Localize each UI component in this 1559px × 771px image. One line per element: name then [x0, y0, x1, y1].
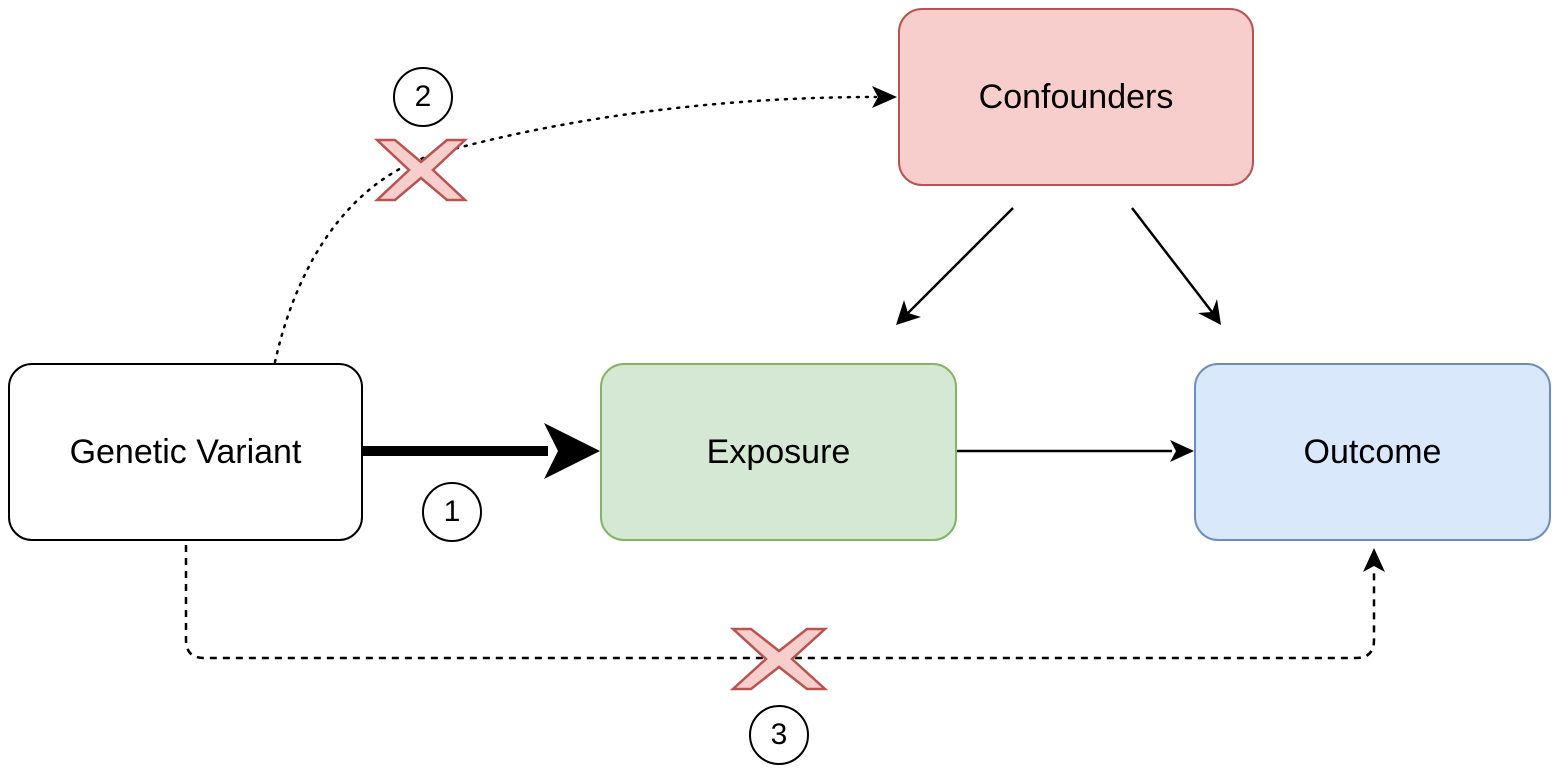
path-3-number: 3 — [770, 718, 788, 751]
cross-icon — [373, 138, 469, 202]
path-1-number: 1 — [443, 495, 461, 528]
path-2-number: 2 — [414, 80, 432, 113]
exposure-label: Exposure — [706, 432, 851, 471]
path-3-dashed-arrow — [184, 545, 1385, 660]
exposure-to-outcome-arrow — [957, 440, 1194, 462]
outcome-node: Outcome — [1194, 363, 1551, 541]
genetic-variant-label: Genetic Variant — [69, 432, 302, 471]
path-1-arrow — [363, 423, 600, 479]
exposure-node: Exposure — [600, 363, 957, 541]
path-2-dotted-arrow — [273, 86, 897, 364]
path-3-number-badge: 3 — [749, 705, 809, 765]
path-1-number-badge: 1 — [422, 482, 482, 542]
genetic-variant-node: Genetic Variant — [8, 363, 363, 541]
confounders-node: Confounders — [898, 8, 1254, 186]
path-2-number-badge: 2 — [393, 67, 453, 127]
confounders-to-outcome-arrow — [1131, 207, 1221, 325]
confounders-to-exposure-arrow — [896, 207, 1014, 325]
confounders-label: Confounders — [978, 77, 1174, 116]
cross-icon — [729, 627, 829, 691]
outcome-label: Outcome — [1303, 432, 1442, 471]
